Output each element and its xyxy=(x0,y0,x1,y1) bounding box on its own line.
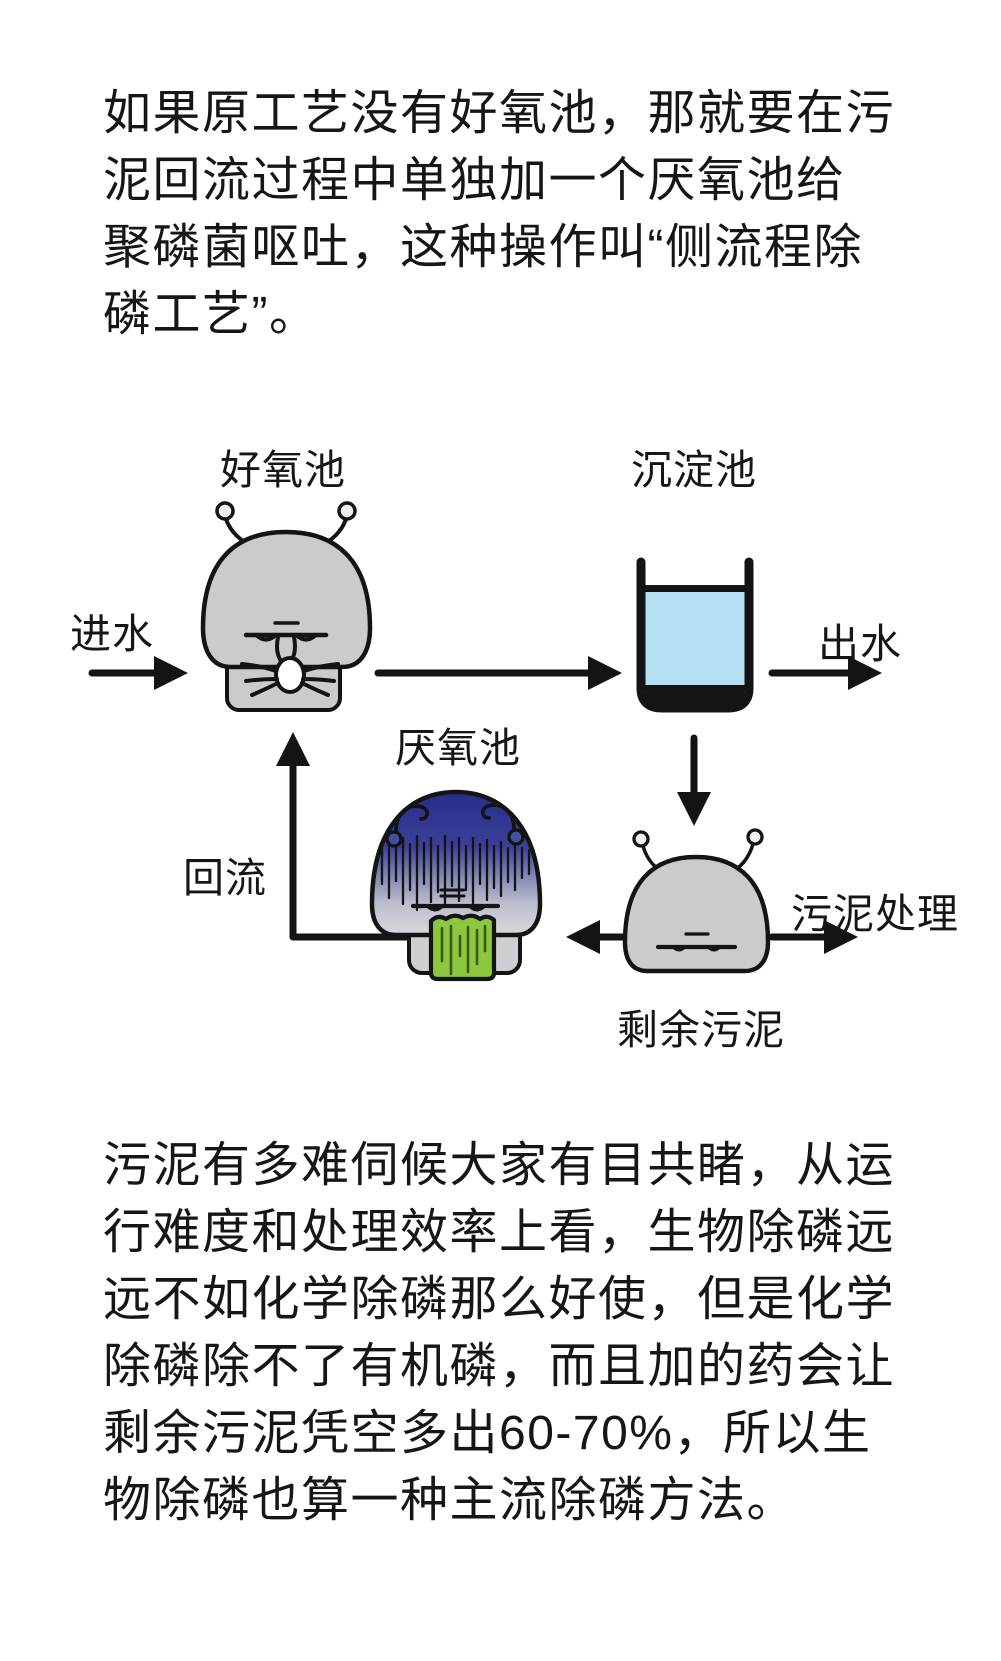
anaerobic-pool-creature-illustration xyxy=(369,789,543,982)
creature-head xyxy=(200,529,373,670)
sedimentation-tank-illustration xyxy=(636,557,754,713)
influent-arrow xyxy=(88,656,188,690)
sedimentation-tank-label: 沉淀池 xyxy=(631,447,757,493)
return-flow-label: 回流 xyxy=(183,855,267,901)
anaerobic-pool-label: 厌氧池 xyxy=(395,725,521,771)
outro-line: 剩余污泥凭空多出60-70%，所以生 xyxy=(103,1407,872,1460)
aerobic-pool-label: 好氧池 xyxy=(220,447,346,493)
creature-head xyxy=(622,854,771,974)
sludge-to-anaerobic-arrow xyxy=(566,920,628,954)
intro-line: 如果原工艺没有好氧池，那就要在污 xyxy=(103,87,896,140)
sludge-treatment-label: 污泥处理 xyxy=(791,891,959,937)
clear-water xyxy=(645,591,745,686)
vomit-streaks xyxy=(440,924,487,976)
closed-eyes xyxy=(243,621,329,642)
flow-arrows-layer xyxy=(88,656,882,954)
outro-line: 远不如化学除磷那么好使，但是化学 xyxy=(103,1273,896,1326)
outro-line: 行难度和处理效率上看，生物除磷远 xyxy=(103,1206,896,1259)
mouth-and-hands xyxy=(240,635,340,697)
excess-sludge-label: 剩余污泥 xyxy=(617,1007,785,1053)
sludge-treatment-arrow xyxy=(768,920,858,954)
sedimentation-down-arrow xyxy=(677,734,711,826)
drooping-antennae xyxy=(385,803,525,848)
water-surface-line xyxy=(645,585,745,592)
settled-sludge-layer xyxy=(645,685,745,704)
influent-label: 进水 xyxy=(70,611,154,657)
tank-walls xyxy=(636,557,754,713)
outro-line: 除磷除不了有机磷，而且加的药会让 xyxy=(103,1340,896,1393)
intro-line: 泥回流过程中单独加一个厌氧池给 xyxy=(103,154,846,207)
effluent-label: 出水 xyxy=(818,621,902,667)
aerobic-to-sedimentation-arrow xyxy=(374,656,622,690)
gloom-lines xyxy=(380,834,531,912)
intro-line: 聚磷菌呕吐，这种操作叫“侧流程除 xyxy=(103,221,863,274)
intro-line: 磷工艺”。 xyxy=(103,288,319,341)
outro-paragraph: 污泥有多难伺候大家有目共睹，从运 行难度和处理效率上看，生物除磷远 远不如化学除… xyxy=(103,1132,913,1534)
effluent-arrow xyxy=(768,656,882,690)
outro-line: 物除磷也算一种主流除磷方法。 xyxy=(103,1474,797,1527)
intro-paragraph: 如果原工艺没有好氧池，那就要在污 泥回流过程中单独加一个厌氧池给 聚磷菌呕吐，这… xyxy=(103,80,913,348)
aerobic-pool-creature-illustration xyxy=(200,501,373,712)
sleepy-eyes xyxy=(655,932,738,952)
excess-sludge-creature-illustration xyxy=(622,828,771,974)
outro-line: 污泥有多难伺候大家有目共睹，从运 xyxy=(103,1139,896,1192)
weary-eyes xyxy=(410,888,501,912)
